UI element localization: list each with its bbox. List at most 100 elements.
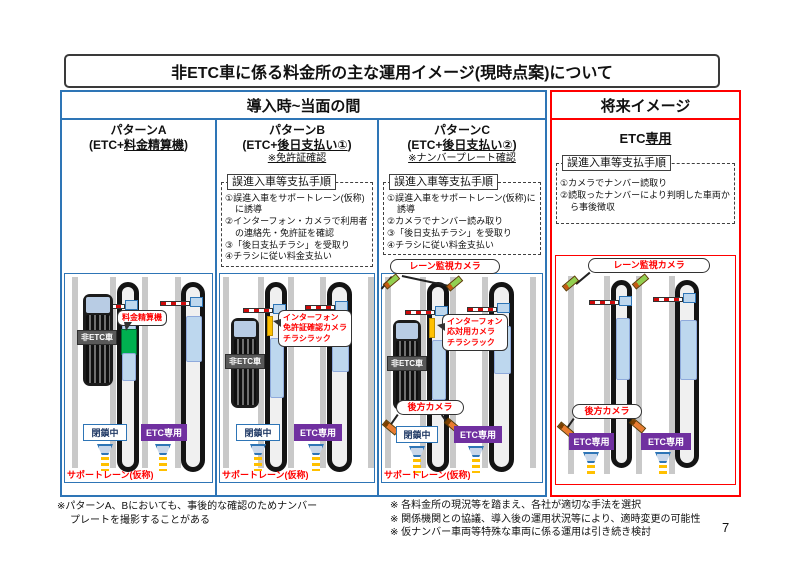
page-title-text: 非ETC車に係る料金所の主な運用イメージ(現時点案)について — [171, 65, 613, 82]
vehicle-body — [86, 315, 110, 383]
diagram-future: レーン監視カメラ 後方カメラ ETC専用 — [555, 255, 736, 485]
pattern-a-header: パターンA (ETC+料金精算機) — [62, 120, 215, 153]
procedure-body: ①誤進入車をサポートレーン(仮称)に誘導 ②カメラでナンバー読み取り ③「後日支… — [383, 181, 541, 256]
pattern-b-sub: (ETC+後日支払い①) — [242, 138, 352, 152]
intercom-bubble: インターフォン 免許証確認カメラ チラシラック — [273, 310, 352, 348]
procedure-step: ①誤進入車をサポートレーン(仮称)に誘導 — [387, 192, 536, 215]
etc-only-sign: ETC専用 — [141, 424, 187, 441]
closed-sign: 閉鎖中 — [396, 426, 438, 443]
gate-arm-icon — [160, 301, 190, 306]
vehicle-body — [396, 341, 418, 407]
booth — [122, 353, 136, 381]
beacon-icon — [583, 452, 599, 463]
procedure-title: 誤進入車等支払手順 — [227, 173, 336, 190]
booth — [616, 318, 630, 380]
lane-camera-icon — [382, 273, 401, 290]
lane-strip — [669, 276, 675, 474]
intercom-bubble: インターフォン 応対用カメラ チラシラック — [437, 314, 508, 352]
gate-arm-icon — [243, 308, 273, 313]
lane-strip — [368, 277, 374, 468]
section-future-header: 将来イメージ — [552, 92, 739, 120]
lane-strip — [604, 276, 610, 474]
procedure-body: ①カメラでナンバー読取り ②読取ったナンバーにより判明した車両から事後徴収 — [556, 163, 735, 225]
beacon-icon — [155, 444, 171, 455]
vehicle-windshield — [234, 321, 256, 337]
toll-island — [181, 282, 205, 472]
beacon-lights-icon — [101, 457, 109, 471]
procedure-step: ④チラシに従い料金支払い — [225, 251, 332, 262]
diagram-pattern-a: 非ETC車 料金精算機 閉鎖中 ETC専用 サポートレーン(仮称) — [64, 273, 213, 483]
page-title: 非ETC車に係る料金所の主な運用イメージ(現時点案)について — [64, 54, 720, 88]
support-lane-label: サポートレーン(仮称) — [384, 470, 471, 480]
pattern-b-note: ※免許証確認 — [267, 153, 327, 164]
lane-strip — [530, 277, 536, 468]
closed-sign: 閉鎖中 — [83, 424, 127, 441]
lane-strip — [175, 277, 181, 468]
support-lane-label: サポートレーン(仮称) — [67, 470, 154, 480]
lane-strip — [636, 276, 642, 474]
diagram-pattern-b: 非ETC車 インターフォン 免許証確認カメラ チラシラック 閉鎖中 ETC専用 … — [219, 273, 375, 483]
etc-only-sign: ETC専用 — [641, 433, 691, 450]
procedure-box-c: 誤進入車等支払手順 ①誤進入車をサポートレーン(仮称)に誘導 ②カメラでナンバー… — [383, 172, 541, 256]
column-pattern-c: パターンC (ETC+後日支払い②) ※ナンバープレート確認 誤進入車等支払手順… — [379, 120, 545, 495]
beacon-lights-icon — [587, 465, 595, 475]
section-future: 将来イメージ ETC専用 誤進入車等支払手順 ①カメラでナンバー読取り ②読取っ… — [550, 90, 741, 497]
procedure-step: ①誤進入車をサポートレーン(仮称)に誘導 — [225, 192, 365, 215]
beacon-lights-icon — [159, 457, 167, 471]
lane-strip — [420, 277, 426, 468]
non-etc-car-label: 非ETC車 — [225, 354, 265, 369]
etc-only-sign: ETC専用 — [569, 433, 614, 450]
pattern-a-sub: (ETC+料金精算機) — [88, 138, 189, 152]
column-future: ETC専用 誤進入車等支払手順 ①カメラでナンバー読取り ②読取ったナンバーによ… — [552, 120, 739, 495]
gate-machine-icon — [497, 303, 510, 313]
gate-arm-icon — [405, 310, 435, 315]
lane-strip — [320, 277, 326, 468]
page-number: 7 — [722, 520, 730, 535]
section-current: 導入時~当面の間 パターンA (ETC+料金精算機) — [60, 90, 547, 497]
lane-strip — [223, 277, 229, 468]
payment-machine-bubble: 料金精算機 — [117, 310, 167, 332]
lane-strip — [142, 277, 148, 468]
beacon-lights-icon — [413, 459, 421, 473]
future-title: ETC専用 — [619, 131, 672, 146]
intercom-icon — [267, 316, 273, 336]
procedure-title: 誤進入車等支払手順 — [389, 173, 498, 190]
footnote-left: ※パターンA、Bにおいても、事後的な確認のためナンバー プレートを撮影することが… — [57, 500, 377, 527]
gate-machine-icon — [435, 306, 448, 316]
lane-strip — [568, 276, 574, 474]
vehicle-windshield — [396, 323, 418, 339]
procedure-box-b: 誤進入車等支払手順 ①誤進入車をサポートレーン(仮称)に誘導 ②インターフォン・… — [221, 172, 373, 267]
footnote-line: プレートを撮影することがある — [70, 514, 210, 526]
gate-machine-icon — [683, 293, 696, 303]
procedure-step: ①カメラでナンバー読取り — [560, 178, 668, 189]
gate-arm-icon — [653, 297, 683, 302]
diagram-pattern-c: レーン監視カメラ — [381, 259, 543, 483]
beacon-lights-icon — [472, 459, 480, 473]
rear-camera-label: 後方カメラ — [396, 400, 464, 415]
procedure-step: ④チラシに従い料金支払い — [387, 239, 494, 250]
gate-machine-icon — [125, 300, 138, 310]
footnote-right: ※ 各料金所の現況等を踏まえ、各社が適切な手法を選択 ※ 関係機関との協議、導入… — [390, 499, 725, 540]
closed-sign: 閉鎖中 — [236, 424, 280, 441]
lane-camera-label: レーン監視カメラ — [588, 258, 710, 273]
lane-strip — [385, 277, 391, 468]
gate-arm-icon — [467, 307, 497, 312]
pattern-b-name: パターンB — [268, 123, 326, 137]
vehicle-windshield — [86, 297, 110, 313]
procedure-box-future: 誤進入車等支払手順 ①カメラでナンバー読取り ②読取ったナンバーにより判明した車… — [556, 153, 735, 225]
procedure-step: ②インターフォン・カメラで利用者の連絡先・免許証を確認 — [225, 216, 368, 238]
pattern-c-sub: (ETC+後日支払い②) — [407, 138, 517, 152]
booth — [270, 338, 284, 398]
non-etc-car-label: 非ETC車 — [77, 330, 117, 345]
footnote-line: ※ 仮ナンバー車両等特殊な車両に係る運用は引き続き検討 — [390, 527, 652, 538]
pattern-c-note: ※ナンバープレート確認 — [408, 153, 516, 164]
gate-machine-icon — [619, 296, 632, 306]
lane-strip — [288, 277, 294, 468]
pattern-b-header: パターンB (ETC+後日支払い①) ※免許証確認 — [217, 120, 377, 166]
rear-camera-label: 後方カメラ — [572, 404, 642, 419]
booth — [186, 316, 202, 362]
lane-strip — [110, 277, 116, 468]
lane-strip — [258, 277, 264, 468]
intercom-icon — [429, 318, 435, 338]
